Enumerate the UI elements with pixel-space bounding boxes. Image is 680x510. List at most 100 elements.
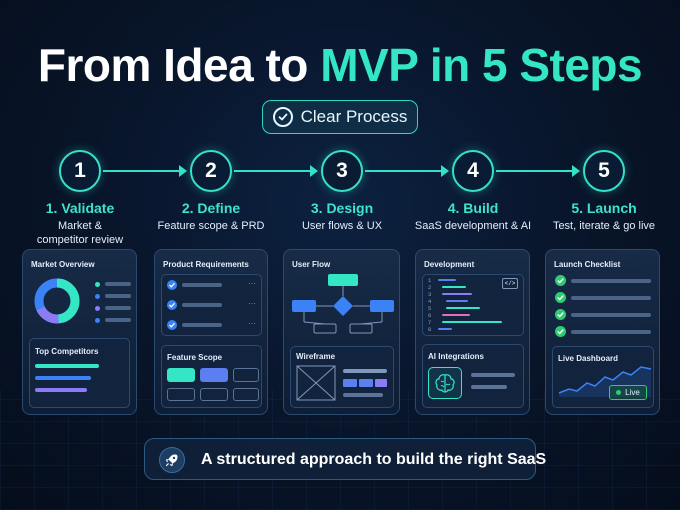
tagline-text: A structured approach to build the right… xyxy=(201,451,547,468)
step-2-title: 2. Define xyxy=(181,200,241,216)
competitor-bar xyxy=(35,364,99,368)
code-line xyxy=(442,293,472,295)
feature-scope-panel: Feature Scope xyxy=(161,345,262,408)
live-badge: Live xyxy=(609,385,647,400)
connector-arrow xyxy=(496,165,580,177)
launch-card: Launch Checklist Live Dashboard Live xyxy=(545,249,660,415)
flowchart-diagram xyxy=(292,274,394,334)
check-icon xyxy=(167,320,177,330)
title-accent: MVP in 5 Steps xyxy=(320,39,643,91)
legend-dot xyxy=(95,318,100,323)
check-icon xyxy=(555,309,566,320)
tagline-banner: A structured approach to build the right… xyxy=(144,438,546,480)
design-card: User Flow Wireframe xyxy=(283,249,400,415)
line-number: 2 xyxy=(428,284,432,291)
feature-block xyxy=(167,388,195,401)
step-5-title: 5. Launch xyxy=(571,200,637,216)
market-overview-label: Market Overview xyxy=(31,260,95,269)
live-badge-label: Live xyxy=(625,388,640,397)
title-lead: From Idea to xyxy=(37,39,321,91)
live-dashboard-panel: Live Dashboard Live xyxy=(552,346,654,408)
rocket-icon xyxy=(159,447,185,473)
connector-arrow xyxy=(234,165,318,177)
competitor-bar xyxy=(35,376,91,380)
live-dot-icon xyxy=(616,390,622,395)
live-dashboard-label: Live Dashboard xyxy=(558,354,619,363)
code-line xyxy=(446,300,468,302)
step-1-circle: 1 xyxy=(59,150,101,192)
wireframe-block xyxy=(343,379,357,387)
legend-dot xyxy=(95,294,100,299)
checklist-bar xyxy=(571,330,651,334)
validate-card: Market Overview Top Competitors xyxy=(22,249,137,415)
launch-checklist-label: Launch Checklist xyxy=(554,260,621,269)
step-1-subtitle-line1: Market & xyxy=(57,220,102,232)
more-icon: ··· xyxy=(248,299,256,308)
step-3-subtitle: User flows & UX xyxy=(301,220,383,232)
more-icon: ··· xyxy=(248,319,256,328)
step-5-subtitle: Test, iterate & go live xyxy=(552,220,656,232)
connector-arrow xyxy=(103,165,187,177)
development-label: Development xyxy=(424,260,475,269)
wireframe-block xyxy=(359,379,373,387)
line-number: 3 xyxy=(428,291,432,298)
legend-bar xyxy=(105,294,131,298)
product-requirements-label: Product Requirements xyxy=(163,260,249,269)
step-5-circle: 5 xyxy=(583,150,625,192)
brain-icon xyxy=(428,367,462,399)
badge-label: Clear Process xyxy=(300,107,408,126)
line-number: 6 xyxy=(428,312,432,319)
user-flow-label: User Flow xyxy=(292,260,331,269)
step-1-number: 1 xyxy=(74,159,86,182)
step-1-subtitle-line2: competitor review xyxy=(36,234,124,246)
wireframe-panel: Wireframe xyxy=(290,346,394,408)
clear-process-badge: Clear Process xyxy=(262,100,418,134)
requirements-list: ··· ··· ··· xyxy=(161,274,262,336)
step-3-number: 3 xyxy=(336,159,348,182)
requirement-bar xyxy=(182,323,222,327)
more-icon: ··· xyxy=(248,279,256,288)
page-title: From Idea to MVP in 5 Steps xyxy=(0,38,680,92)
wireframe-block xyxy=(375,379,387,387)
step-4-number: 4 xyxy=(467,159,479,182)
line-number: 7 xyxy=(428,319,432,326)
ai-bar xyxy=(471,385,507,389)
line-number: 4 xyxy=(428,298,432,305)
define-card: Product Requirements ··· ··· ··· Feature… xyxy=(154,249,268,415)
code-editor-panel: 1 2 3 4 5 6 7 8 </> xyxy=(422,274,524,336)
step-4-subtitle: SaaS development & AI xyxy=(414,220,532,232)
step-4-title: 4. Build xyxy=(447,200,499,216)
wireframe-line xyxy=(343,393,383,397)
check-icon xyxy=(555,292,566,303)
step-1-subtitle: Market & competitor review xyxy=(10,219,150,247)
step-3-circle: 3 xyxy=(321,150,363,192)
step-3-title: 3. Design xyxy=(310,200,374,216)
check-icon xyxy=(555,275,566,286)
step-4-circle: 4 xyxy=(452,150,494,192)
code-icon: </> xyxy=(502,278,518,289)
legend-bar xyxy=(105,318,131,322)
ai-integrations-label: AI Integrations xyxy=(428,352,485,361)
line-number: 8 xyxy=(428,326,432,333)
step-2-subtitle: Feature scope & PRD xyxy=(157,220,265,232)
checklist-bar xyxy=(571,313,651,317)
feature-block xyxy=(233,388,259,401)
code-line xyxy=(438,279,456,281)
requirement-bar xyxy=(182,283,222,287)
legend-bar xyxy=(105,306,131,310)
line-number: 5 xyxy=(428,305,432,312)
code-line xyxy=(438,328,452,330)
requirement-bar xyxy=(182,303,222,307)
step-2-circle: 2 xyxy=(190,150,232,192)
step-1-title: 1. Validate xyxy=(45,200,115,216)
code-line xyxy=(446,307,480,309)
top-competitors-panel: Top Competitors xyxy=(29,338,130,408)
code-line xyxy=(442,321,502,323)
legend-dot xyxy=(95,306,100,311)
ai-integrations-panel: AI Integrations xyxy=(422,344,524,408)
wireframe-line xyxy=(343,369,387,373)
wireframe-label: Wireframe xyxy=(296,352,336,361)
line-number: 1 xyxy=(428,277,432,284)
legend-dot xyxy=(95,282,100,287)
build-card: Development 1 2 3 4 5 6 7 8 </> AI Integ… xyxy=(415,249,530,415)
